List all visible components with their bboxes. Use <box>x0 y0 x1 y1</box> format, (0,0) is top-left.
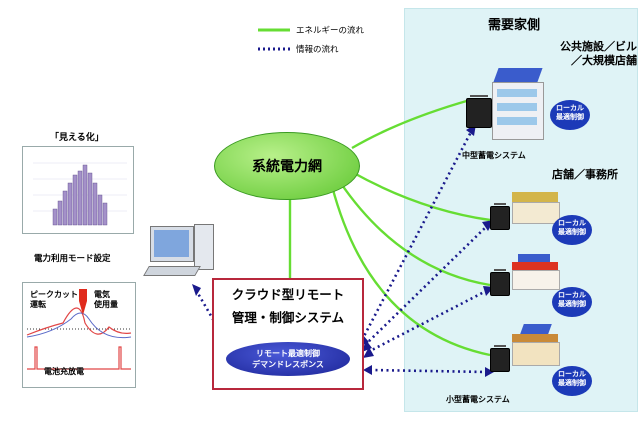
legend-info-label: 情報の流れ <box>296 45 339 55</box>
cloud-title-line1: クラウド型リモート <box>231 287 345 302</box>
battery-icon-store1 <box>490 203 510 230</box>
peak-cut-chart <box>22 282 136 388</box>
power-grid-label: 系統電力網 <box>252 159 322 175</box>
remote-control-ellipse: リモート最適制御 デマンドレスポンス <box>226 342 350 376</box>
power-mode-label: 電力利用モード設定 <box>34 254 111 264</box>
peak-cut-label: ピークカット 運転 <box>30 290 78 309</box>
info-lines <box>194 129 489 374</box>
battery-icon-store2 <box>490 269 510 296</box>
office-building-image <box>488 68 548 140</box>
visualization-chart <box>22 146 134 234</box>
mid-battery-label: 中型蓄電システム <box>462 151 526 160</box>
energy-line-store3 <box>330 185 491 357</box>
local-control-badge: ローカル 最適制御 <box>550 100 590 130</box>
power-grid-node: 系統電力網 <box>214 132 360 200</box>
histogram-graphic <box>33 162 127 226</box>
cloud-title-line2: 管理・制御システム <box>231 310 345 325</box>
info-line-store2 <box>367 288 489 354</box>
demand-side-title: 需要家側 <box>488 18 541 33</box>
store-image-3 <box>512 324 560 366</box>
local-control-badge-store3: ローカル 最適制御 <box>552 366 592 396</box>
peak-arrow-icon <box>79 301 87 315</box>
local-control-badge-store2: ローカル 最適制御 <box>552 287 592 317</box>
local-control-badge-store1: ローカル 最適制御 <box>552 215 592 245</box>
battery-charge-label: 電池充放電 <box>44 367 84 376</box>
mid-battery-icon <box>466 95 492 128</box>
info-line-store1 <box>364 224 489 346</box>
info-line-pc <box>194 289 227 341</box>
legend-energy-label: エネルギーの流れ <box>296 26 365 36</box>
visualization-label: 「見える化」 <box>50 133 104 143</box>
info-line-building <box>360 129 474 341</box>
store-image-2 <box>512 254 560 290</box>
energy-line-store1 <box>351 170 491 222</box>
info-line-store3 <box>369 368 489 374</box>
store-image-1 <box>512 192 560 224</box>
cloud-control-box: クラウド型リモート 管理・制御システム リモート最適制御 デマンドレスポンス <box>212 278 364 390</box>
energy-line-building <box>351 98 471 150</box>
peak-cut-graphic <box>26 289 132 370</box>
battery-icon-store3 <box>490 345 510 372</box>
public-building-label: 公共施設／ビル ／大規模店舗 <box>560 40 637 67</box>
energy-line-store2 <box>339 181 491 287</box>
computer-terminal <box>143 224 214 284</box>
usage-label: 電気 使用量 <box>94 290 118 309</box>
store-office-label: 店舗／事務所 <box>552 168 618 181</box>
small-battery-label: 小型蓄電システム <box>446 395 510 404</box>
